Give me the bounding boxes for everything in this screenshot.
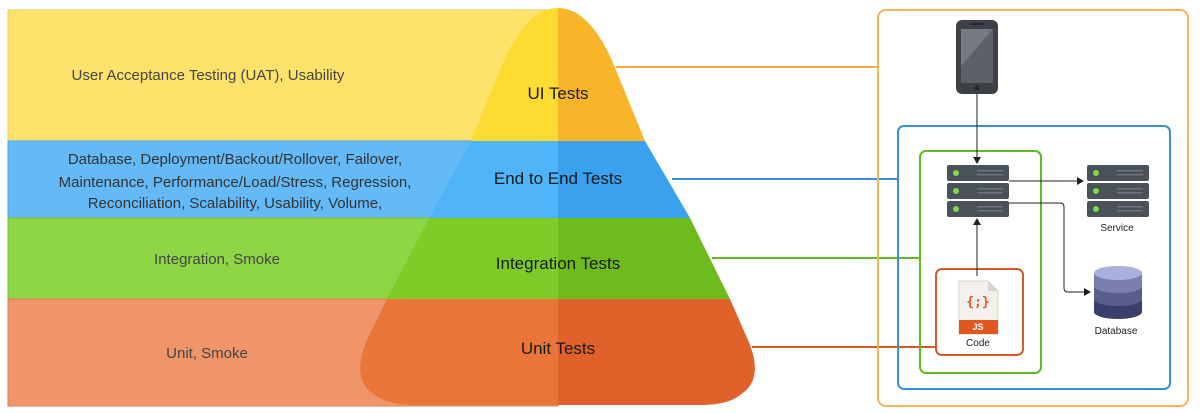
mobile-phone-icon	[956, 20, 998, 94]
service-server-icon	[1087, 165, 1149, 217]
tier-title-integration-tests: Integration Tests	[496, 254, 620, 273]
e2e-tests-examples-line-2: Maintenance, Performance/Load/Stress, Re…	[59, 174, 412, 191]
pyramid-tier-integration-right	[558, 218, 730, 299]
pyramid-tier-integration-left	[387, 218, 558, 299]
unit-scope-box	[935, 268, 1024, 356]
server-stack-icon	[947, 165, 1009, 217]
code-file-badge: JS	[972, 322, 983, 332]
code-label: Code	[966, 338, 990, 349]
end-to-end-scope-box	[897, 125, 1171, 390]
integration-scope-box	[919, 150, 1042, 374]
tier-title-ui-tests: UI Tests	[527, 84, 588, 103]
pyramid-tier-e2e-right	[558, 141, 690, 218]
e2e-tests-examples-line-1: Database, Deployment/Backout/Rollover, F…	[68, 151, 402, 168]
tier-title-end-to-end-tests: End to End Tests	[494, 169, 622, 188]
code-file-glyph: {;}	[966, 295, 989, 310]
pyramid-tier-ui-right	[558, 8, 645, 141]
unit-tests-examples: Unit, Smoke	[166, 345, 248, 362]
architecture-arrows	[973, 94, 1091, 296]
pyramid-tier-unit-right	[558, 299, 755, 405]
integration-tests-examples: Integration, Smoke	[154, 251, 280, 268]
service-label: Service	[1100, 223, 1134, 234]
pyramid-tier-ui-left	[471, 8, 558, 141]
javascript-file-icon: {;} JS	[958, 280, 999, 335]
ui-scope-box	[877, 9, 1189, 407]
e2e-tests-examples-line-3: Reconciliation, Scalability, Usability, …	[88, 195, 383, 212]
database-label: Database	[1095, 326, 1138, 337]
ui-tests-examples: User Acceptance Testing (UAT), Usability	[72, 67, 345, 84]
test-pyramid	[360, 8, 755, 405]
pyramid-tier-unit-left	[360, 299, 558, 405]
tier-title-unit-tests: Unit Tests	[521, 339, 595, 358]
pyramid-tier-e2e-left	[429, 141, 558, 218]
database-icon	[1094, 266, 1142, 319]
